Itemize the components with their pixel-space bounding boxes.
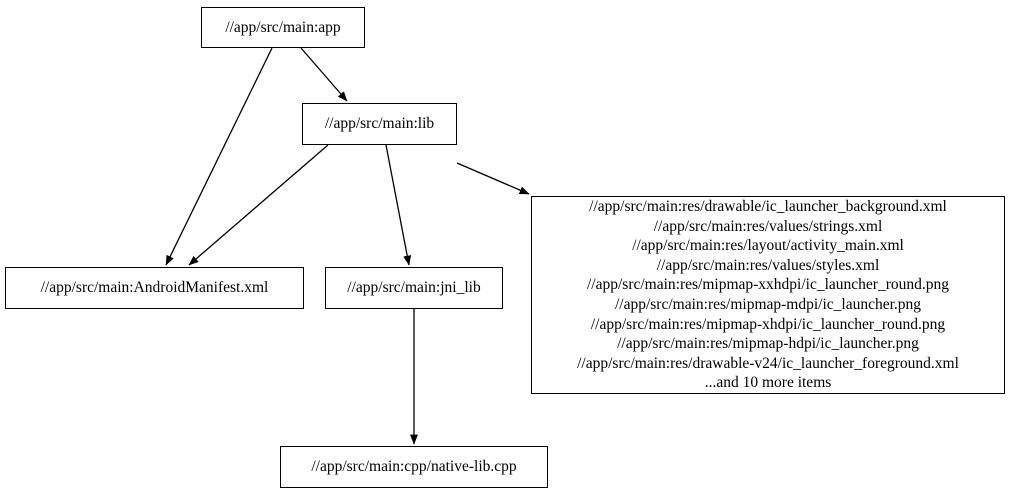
graph-edge-app-to-manifest (165, 47, 273, 266)
graph-edge-lib-to-resources (456, 162, 530, 195)
graph-node-native_lib[interactable]: //app/src/main:cpp/native-lib.cpp (280, 446, 548, 488)
graph-node-label-android_manifest: //app/src/main:AndroidManifest.xml (40, 279, 269, 297)
graph-node-label-native_lib: //app/src/main:cpp/native-lib.cpp (311, 458, 517, 476)
graph-edge-app-to-lib (300, 47, 348, 102)
graph-node-app[interactable]: //app/src/main:app (201, 7, 365, 48)
graph-node-label-jni_lib: //app/src/main:jni_lib (347, 279, 481, 297)
graph-edge-lib-to-jni-lib (385, 144, 412, 266)
graph-node-jni_lib[interactable]: //app/src/main:jni_lib (325, 267, 503, 309)
graph-node-label-lib: //app/src/main:lib (324, 115, 435, 133)
graph-node-android_manifest[interactable]: //app/src/main:AndroidManifest.xml (5, 267, 304, 309)
graph-node-label-resources: //app/src/main:res/drawable/ic_launcher_… (577, 198, 959, 392)
graph-edge-lib-to-manifest (188, 144, 329, 266)
graph-node-label-app: //app/src/main:app (225, 18, 341, 36)
graph-node-resources[interactable]: //app/src/main:res/drawable/ic_launcher_… (531, 196, 1005, 394)
graph-node-lib[interactable]: //app/src/main:lib (302, 103, 457, 145)
